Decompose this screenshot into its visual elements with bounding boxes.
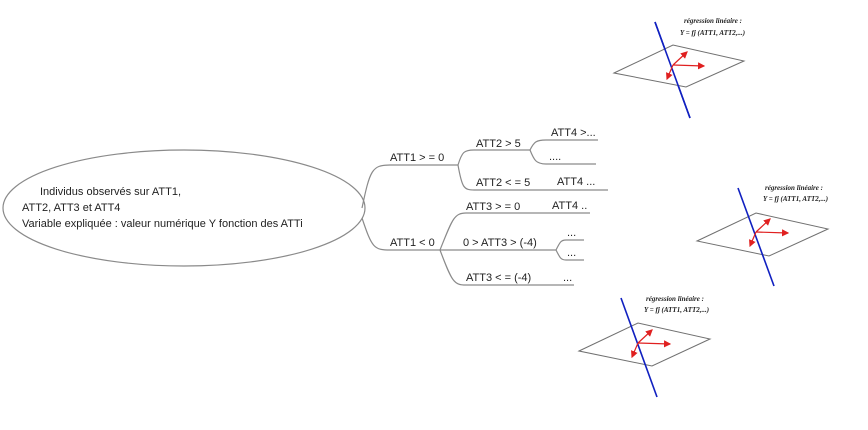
branch-dots-c [555,249,584,261]
root-line-3: Variable expliquée : valeur numérique Y … [22,218,303,230]
axis-icon [737,187,775,287]
label-dots-c: ... [567,247,576,259]
branch-att2-le [457,164,550,191]
label-att3-le: ATT3 < = (-4) [466,272,531,284]
label-att4-a: ATT4 >... [551,127,596,139]
model-1-title: régression linéaire : [684,17,742,25]
model-3-formula: Y = fj (ATT1, ATT2,...) [644,306,709,314]
root-node [2,149,366,267]
regression-model-3: régression linéaire : Y = fj (ATT1, ATT2… [577,295,712,398]
model-2-title: régression linéaire : [765,184,823,192]
label-att2-gt: ATT2 > 5 [476,138,521,150]
label-att4-c: ATT4 .. [552,200,587,212]
plane-icon [577,322,712,367]
branch-dots-b [555,239,584,251]
root-line-1: Individus observés sur ATT1, [40,186,181,198]
root-line-2: ATT2, ATT3 et ATT4 [22,202,120,214]
label-att2-le: ATT2 < = 5 [476,177,530,189]
branch-att1-ge [361,164,458,209]
branch-att3-ge [439,212,590,251]
branch-att1-lt [361,217,440,251]
label-dots-b: ... [567,227,576,239]
plane-icon [695,212,830,257]
label-dots-d: ... [563,272,572,284]
regression-model-2: régression linéaire : Y = fj (ATT1, ATT2… [695,184,830,287]
label-att1-lt: ATT1 < 0 [390,237,435,249]
label-att1-ge: ATT1 > = 0 [390,152,444,164]
branch-att2-gt [457,149,530,166]
branch-att3-le [439,249,574,286]
plane-icon [612,44,746,88]
regression-model-1: régression linéaire : Y = fj (ATT1, ATT2… [612,17,746,119]
model-3-title: régression linéaire : [646,295,704,303]
label-dots-a: .... [549,151,561,163]
label-att4-b: ATT4 ... [557,176,595,188]
model-1-formula: Y = fj (ATT1, ATT2,...) [680,29,745,37]
branch-att4-a [529,139,598,151]
label-att3-mid: 0 > ATT3 > (-4) [463,237,537,249]
label-att3-ge: ATT3 > = 0 [466,201,520,213]
axis-icon [620,297,658,398]
model-2-formula: Y = fj (ATT1, ATT2,...) [763,195,828,203]
branch-dots-a [529,149,596,165]
